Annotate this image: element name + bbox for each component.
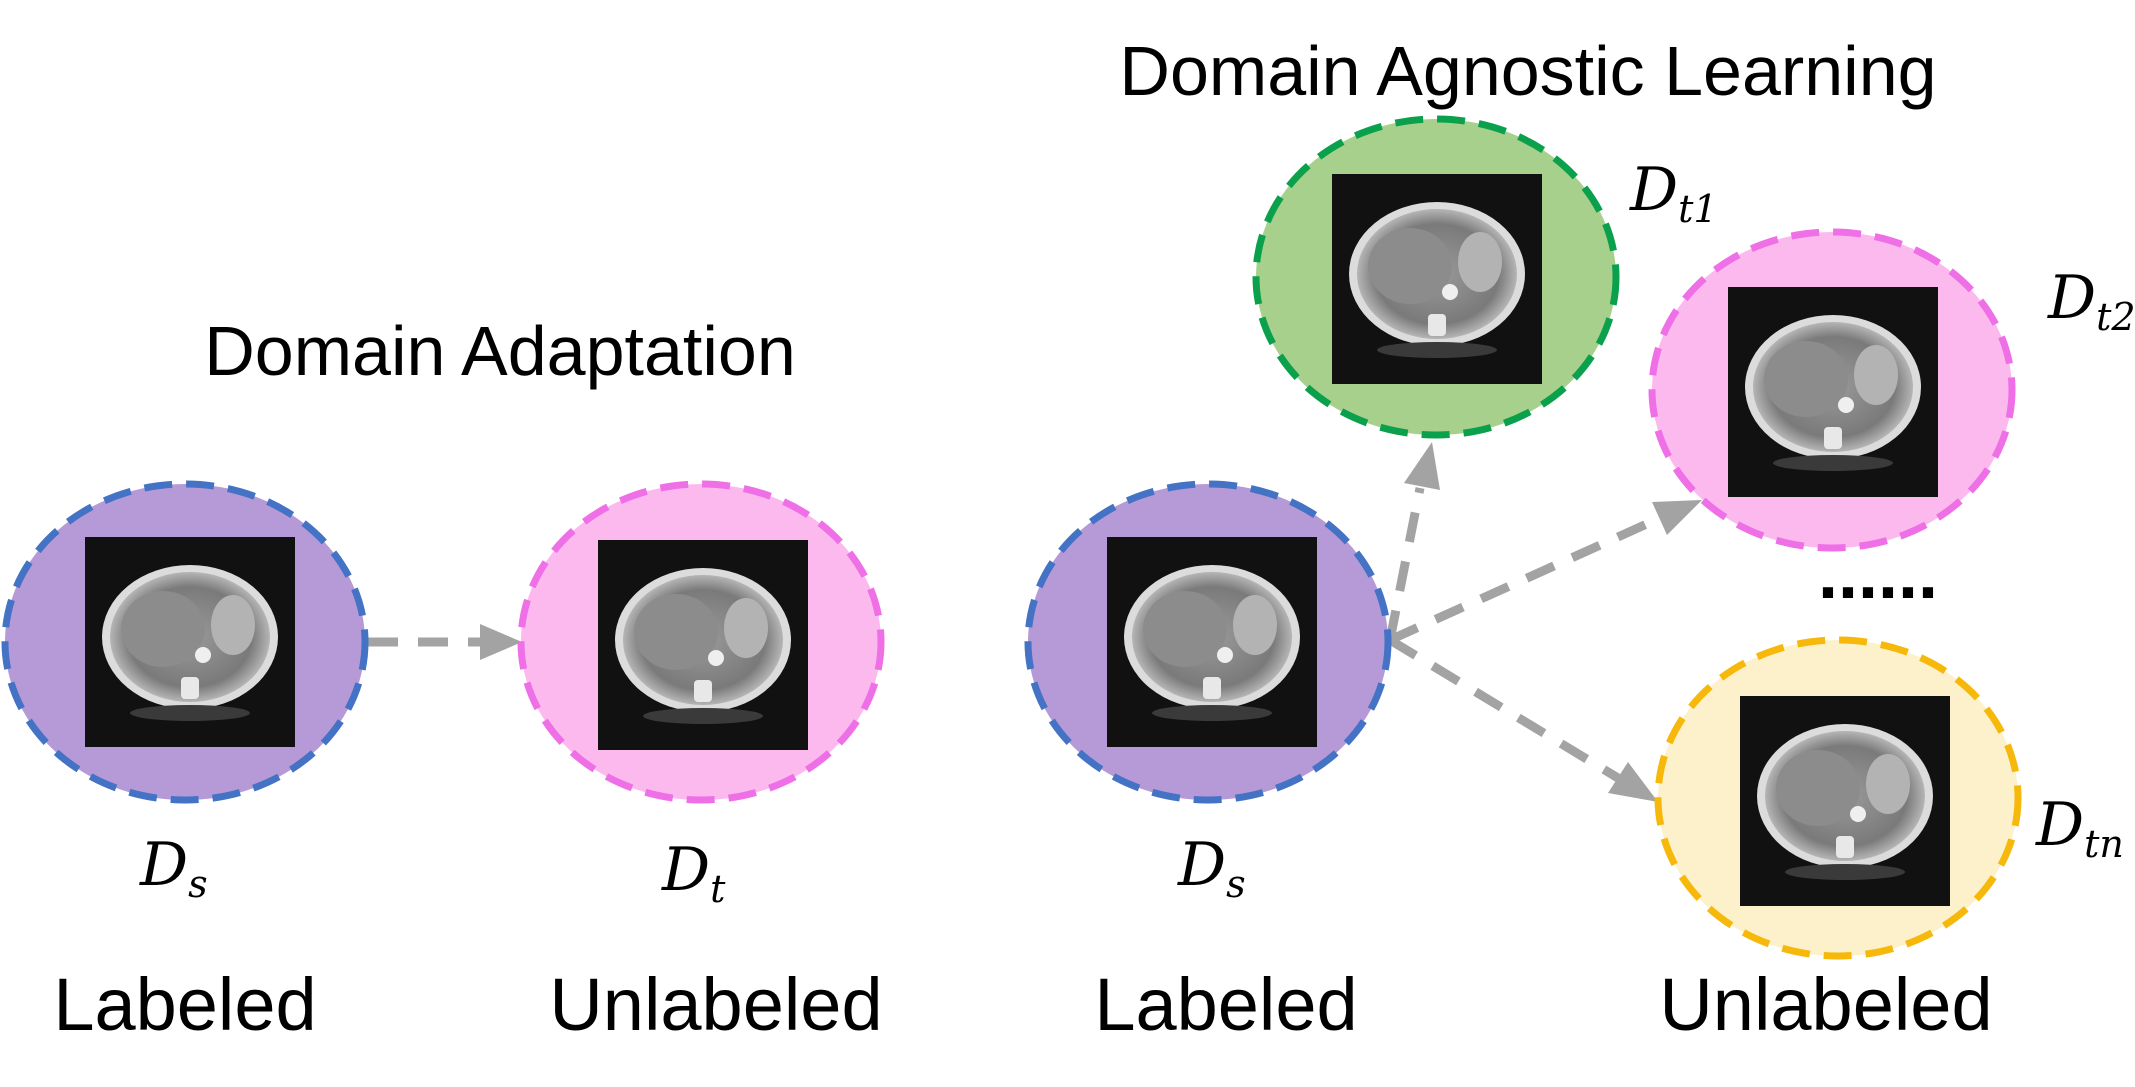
arrow-to-t1 [1385,442,1440,641]
t1-node [1252,115,1620,439]
domain-agnostic-learning-title: Domain Agnostic Learning [1119,32,1936,110]
domain-adaptation-title: Domain Adaptation [204,312,796,390]
ct-scan-image [1107,537,1317,747]
ct-scan-image [85,537,295,747]
mri-scan-image [1332,174,1542,384]
dal-source-caption: Labeled [1094,963,1357,1046]
da-target-math-label: Dt [661,835,726,911]
dal-source-math-label: Ds [1177,830,1246,906]
tn-node [1654,636,2022,960]
t2-math-label: Dt2 [2047,263,2135,339]
dal-source-node [1024,480,1392,804]
arrow-to-t2 [1388,500,1702,645]
dal-target-caption: Unlabeled [1659,963,1992,1046]
arrow-to-tn [1387,636,1658,802]
da-source-math-label: Ds [139,830,208,906]
mri-scan-image [598,540,808,750]
da-target-node [517,480,885,804]
t2-node [1648,228,2016,552]
da-target-caption: Unlabeled [549,963,882,1046]
mri-scan-image [1728,287,1938,497]
mri-scan-image [1740,696,1950,906]
da-source-caption: Labeled [53,963,316,1046]
ellipsis-text: ...... [1818,534,1938,614]
t1-math-label: Dt1 [1629,155,1718,231]
arrow-da [368,624,522,660]
tn-math-label: Dtn [2035,790,2124,866]
da-source-node [1,480,369,804]
